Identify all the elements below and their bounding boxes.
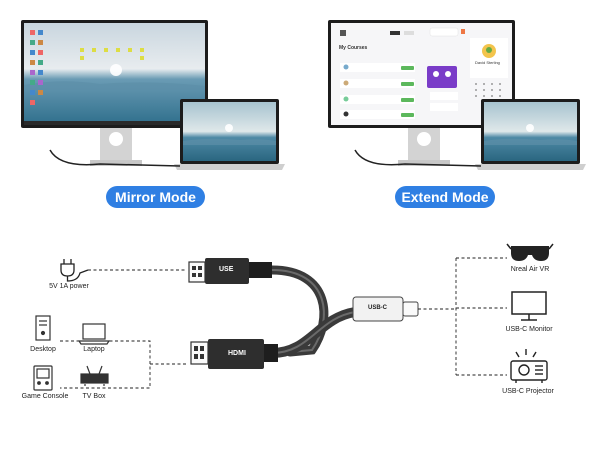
monitor-label: USB-C Monitor	[505, 326, 553, 333]
power-plug-icon	[60, 259, 89, 282]
game-console-icon	[33, 365, 53, 391]
projector-label: USB-C Projector	[502, 388, 554, 395]
tv-box-label: TV Box	[82, 393, 106, 400]
laptop-icon	[77, 323, 111, 345]
game-console-label: Game Console	[21, 393, 69, 400]
taskbar	[24, 121, 205, 125]
course-heading: My Courses	[339, 45, 368, 51]
adapter-cable	[188, 258, 419, 369]
connector-lines	[60, 257, 507, 389]
profile-name: David Sterling	[475, 60, 500, 65]
featured-course-card	[427, 66, 457, 88]
desktop-tower-icon	[35, 315, 51, 341]
hdmi-plug-label: HDMI	[228, 350, 246, 357]
extend-laptop	[475, 99, 586, 170]
mirror-laptop	[174, 99, 285, 170]
extend-mode-badge: Extend Mode	[395, 186, 495, 208]
hdmi-plug	[208, 339, 264, 369]
mirror-mode-badge: Mirror Mode	[106, 186, 205, 208]
vr-glasses-icon	[506, 243, 554, 261]
laptop-label: Laptop	[83, 346, 105, 353]
desktop-icons	[30, 30, 144, 105]
usbc-plug-label: USB-C	[368, 305, 387, 311]
mirror-monitor	[21, 20, 208, 166]
use-plug	[205, 258, 249, 284]
monitor-icon	[511, 291, 547, 321]
tv-box-icon	[80, 365, 109, 386]
use-plug-label: USE	[219, 266, 234, 273]
desktop-label: Desktop	[30, 346, 56, 353]
power-label: 5V 1A power	[49, 283, 89, 290]
vr-label: Nreal Air VR	[510, 266, 550, 273]
sun-icon	[110, 64, 122, 76]
projector-icon	[510, 349, 548, 383]
